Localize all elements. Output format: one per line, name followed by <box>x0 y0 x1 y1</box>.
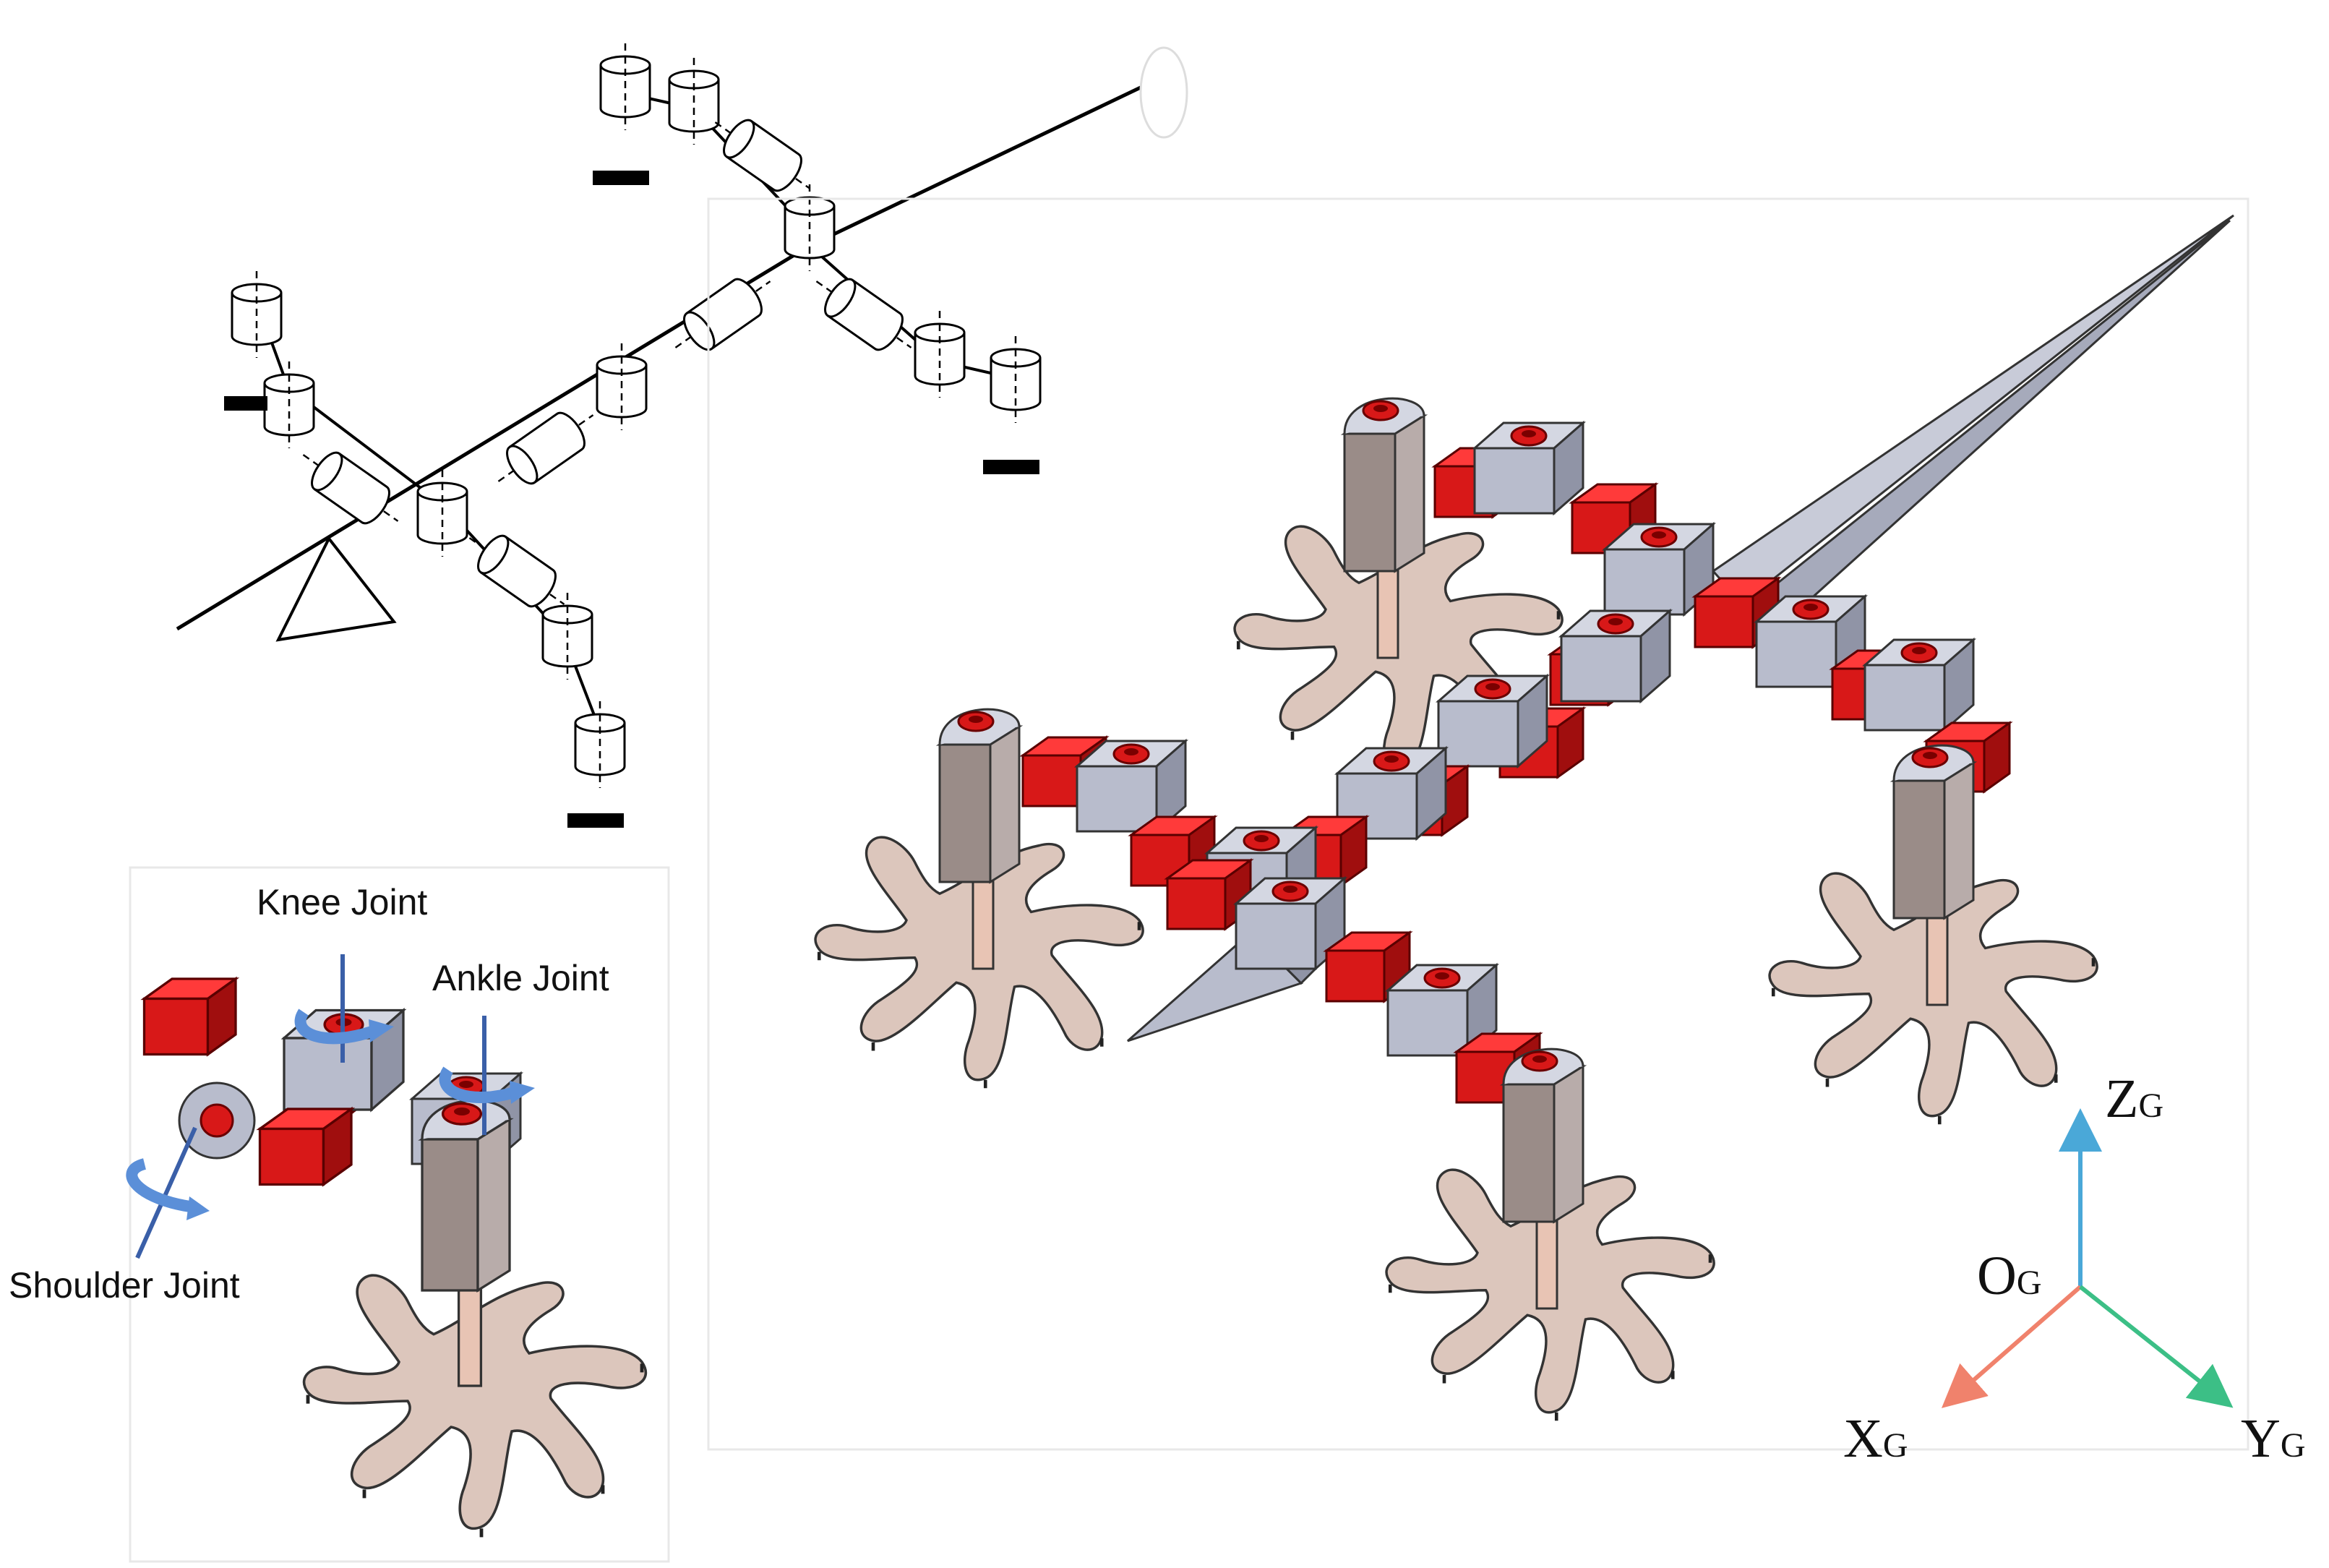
knee-rotation-arrow <box>294 954 394 1063</box>
knee-joint-label: Knee Joint <box>257 882 427 922</box>
kinematic-schematic <box>176 42 1188 828</box>
shoulder-rotation-arrow <box>126 1126 210 1259</box>
shoulder-joint-label: Shoulder Joint <box>9 1265 240 1306</box>
z-axis-label: ZG <box>2105 1068 2163 1129</box>
y-axis-arrow <box>2079 1285 2234 1408</box>
x-axis-label: XG <box>1843 1408 1908 1469</box>
robot-render <box>815 214 2234 1421</box>
inset-frame <box>129 866 670 1563</box>
origin-label: OG <box>1977 1246 2042 1306</box>
global-axes: OG ZG XG YG <box>1843 1068 2306 1469</box>
y-axis-label: YG <box>2241 1408 2306 1469</box>
ankle-rotation-arrow <box>439 1016 535 1135</box>
x-axis-arrow <box>1941 1285 2082 1408</box>
inset-leg-render <box>142 977 646 1537</box>
robot-render-frame <box>707 197 2249 1451</box>
ankle-joint-label: Ankle Joint <box>432 958 609 998</box>
